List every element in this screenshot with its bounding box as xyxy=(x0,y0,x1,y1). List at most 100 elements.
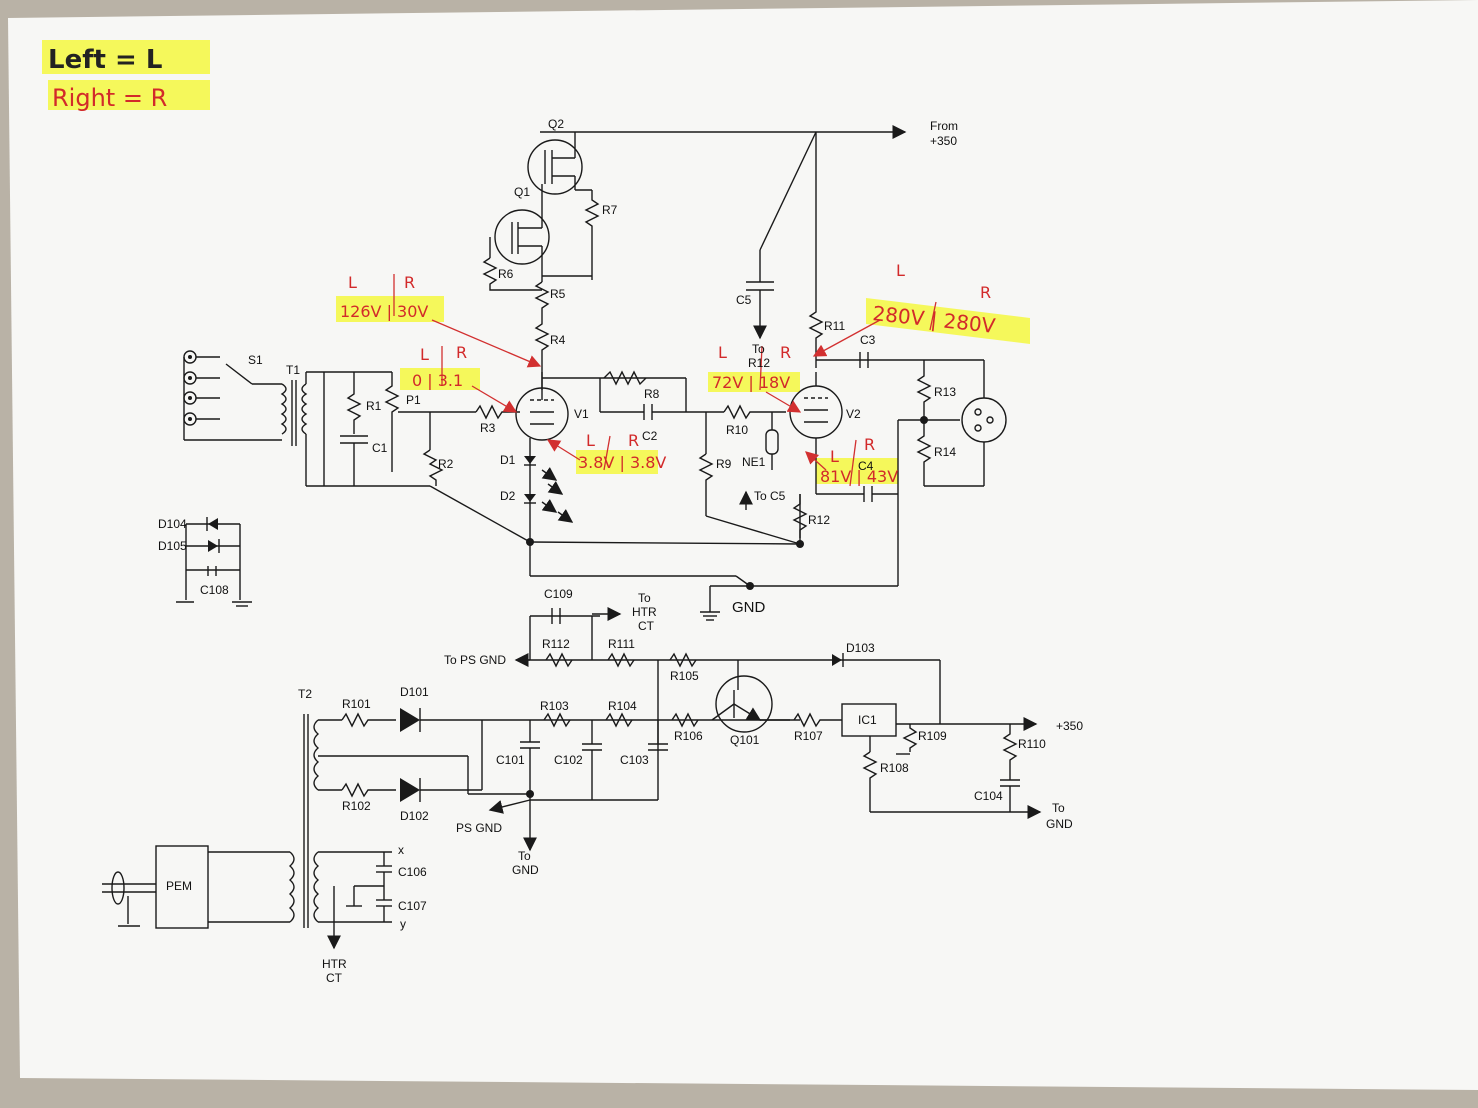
annot-3-value: 3.8V | 3.8V xyxy=(578,453,666,472)
label-r102: R102 xyxy=(342,799,371,813)
label-r112: R112 xyxy=(542,637,570,651)
highlight-right xyxy=(48,80,210,110)
label-p1: P1 xyxy=(406,393,421,407)
annot-6-value: 81V | 43V xyxy=(820,467,898,486)
label-r101: R101 xyxy=(342,697,371,711)
label-r12a: R12 xyxy=(748,356,770,370)
label-gnd: GND xyxy=(732,599,766,616)
label-d105: D105 xyxy=(158,539,187,553)
label-c5: C5 xyxy=(736,293,752,307)
label-c109: C109 xyxy=(544,587,573,601)
label-to2: To xyxy=(638,591,651,605)
label-d104: D104 xyxy=(158,517,187,531)
highlights xyxy=(42,40,1030,484)
label-s1: S1 xyxy=(248,353,263,367)
label-q1: Q1 xyxy=(514,185,530,199)
label-r4: R4 xyxy=(550,333,566,347)
label-gnd4: GND xyxy=(512,863,539,877)
label-r3: R3 xyxy=(480,421,496,435)
label-y: y xyxy=(400,917,406,931)
label-c4: C4 xyxy=(858,459,874,473)
label-x: x xyxy=(398,843,404,857)
label-ne1: NE1 xyxy=(742,455,766,469)
label-c1: C1 xyxy=(372,441,388,455)
label-r104: R104 xyxy=(608,699,637,713)
label-to: To xyxy=(752,342,765,356)
label-r5: R5 xyxy=(550,287,566,301)
annot-2-value: 0 | 3.1 xyxy=(412,371,463,390)
highlight-a6 xyxy=(816,458,898,484)
label-c107: C107 xyxy=(398,899,427,913)
highlight-left xyxy=(42,40,210,74)
legend-left: Left = L xyxy=(48,45,162,75)
label-r107: R107 xyxy=(794,729,823,743)
label-r110: R110 xyxy=(1018,737,1046,751)
label-ps-gnd: PS GND xyxy=(456,821,502,835)
label-htr: HTR xyxy=(632,605,657,619)
wiring-top xyxy=(482,125,907,390)
label-c3: C3 xyxy=(860,333,876,347)
annot-2-r: R xyxy=(456,343,467,362)
annot-1-l: L xyxy=(348,273,357,292)
annotation-arrows xyxy=(393,274,937,487)
label-to-c5: To C5 xyxy=(754,489,786,503)
highlight-a3 xyxy=(576,450,658,474)
legend-right: Right = R xyxy=(52,84,167,112)
wiring-input xyxy=(183,350,1007,621)
label-r106: R106 xyxy=(674,729,703,743)
label-htr2: HTR xyxy=(322,957,347,971)
annot-4-r: R xyxy=(780,343,791,362)
label-to-ps-gnd: To PS GND xyxy=(444,653,506,667)
label-d102: D102 xyxy=(400,809,429,823)
annot-5-r: R xyxy=(980,283,991,302)
annot-3-l: L xyxy=(586,431,595,450)
label-r11: R11 xyxy=(824,319,845,333)
label-r10: R10 xyxy=(726,423,748,437)
label-d2: D2 xyxy=(500,489,516,503)
label-d1: D1 xyxy=(500,453,516,467)
label-r9: R9 xyxy=(716,457,732,471)
highlight-a1 xyxy=(336,296,444,322)
annot-6-r: R xyxy=(864,435,875,454)
label-plus350: +350 xyxy=(930,134,957,148)
label-q101: Q101 xyxy=(730,733,760,747)
label-v1: V1 xyxy=(574,407,589,421)
label-to4: To xyxy=(518,849,531,863)
label-r7: R7 xyxy=(602,203,618,217)
label-v2: V2 xyxy=(846,407,861,421)
label-pem: PEM xyxy=(166,879,192,893)
label-gnd3: GND xyxy=(1046,817,1073,831)
highlight-a5 xyxy=(866,298,1030,344)
voltage-annotations: L R 126V | 30V L R 0 | 3.1 L R 3.8V | 3.… xyxy=(340,261,997,486)
label-r111: R111 xyxy=(608,637,635,651)
label-ct: CT xyxy=(638,619,655,633)
label-from: From xyxy=(930,119,958,133)
diode-clamp xyxy=(176,517,252,607)
annot-1-r: R xyxy=(404,273,415,292)
annot-4-l: L xyxy=(718,343,727,362)
label-c102: C102 xyxy=(554,753,583,767)
wiring-psu xyxy=(102,607,1042,950)
label-ct2: CT xyxy=(326,971,343,985)
label-r105: R105 xyxy=(670,669,699,683)
paper-sheet xyxy=(8,0,1478,1090)
label-d101: D101 xyxy=(400,685,429,699)
annot-2-l: L xyxy=(420,345,429,364)
label-r2: R2 xyxy=(438,457,454,471)
label-r1: R1 xyxy=(366,399,382,413)
label-r109: R109 xyxy=(918,729,947,743)
label-c106: C106 xyxy=(398,865,427,879)
label-r108: R108 xyxy=(880,761,909,775)
label-r12: R12 xyxy=(808,513,830,527)
annot-4-value: 72V | 18V xyxy=(712,373,790,392)
label-d103: D103 xyxy=(846,641,875,655)
label-c101: C101 xyxy=(496,753,525,767)
annot-5-l: L xyxy=(896,261,905,280)
label-r103: R103 xyxy=(540,699,569,713)
label-t1: T1 xyxy=(286,363,300,377)
label-q2: Q2 xyxy=(548,117,564,131)
annot-1-value: 126V | 30V xyxy=(340,302,428,321)
label-c108: C108 xyxy=(200,583,229,597)
label-c103: C103 xyxy=(620,753,649,767)
